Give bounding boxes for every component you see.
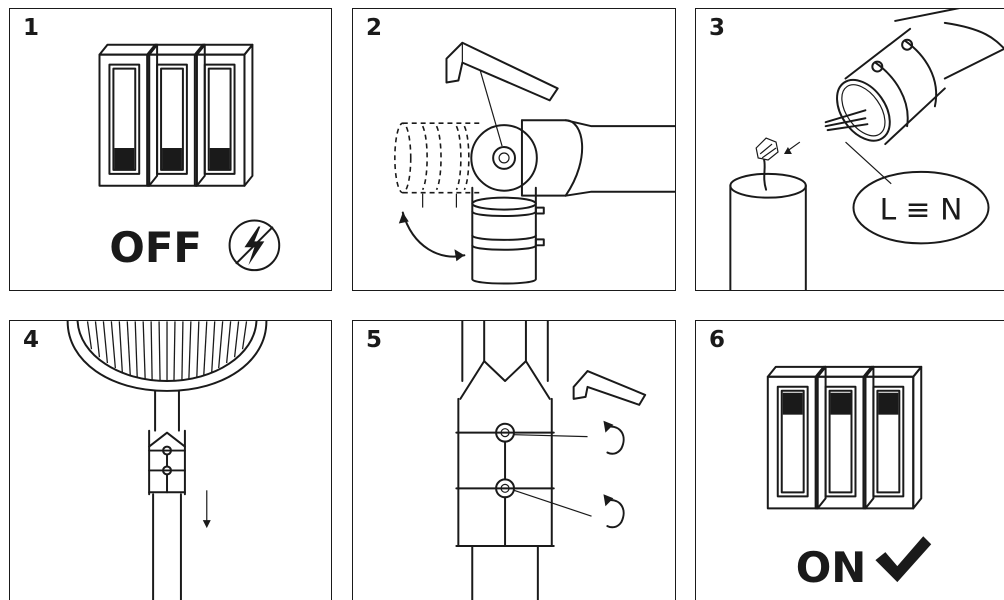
checkmark-icon xyxy=(875,536,932,583)
wiring-connection-illustration: L ≡ N xyxy=(729,9,1004,290)
breaker-switch-icon xyxy=(146,43,206,187)
step-number: 6 xyxy=(709,327,726,353)
luminaire-tilt-adjust-illustration xyxy=(394,41,675,285)
breaker-switches-off-illustration: OFF xyxy=(98,43,281,272)
no-power-icon xyxy=(228,219,281,272)
arrow-down-icon xyxy=(202,490,211,529)
step-number: 2 xyxy=(366,15,383,41)
step-panel-5: 5 xyxy=(352,320,676,600)
step-number: 3 xyxy=(709,15,726,41)
breaker-switch-icon xyxy=(98,43,159,187)
wiring-label: L ≡ N xyxy=(880,193,963,228)
rotate-icon xyxy=(603,494,625,529)
step-panel-6: 6 ON xyxy=(695,320,1004,600)
breaker-switches-on-illustration: ON xyxy=(766,365,932,592)
step-panel-4: 4 xyxy=(9,320,332,600)
breaker-switch-icon xyxy=(814,365,875,510)
hex-key-icon xyxy=(445,41,559,102)
step-panel-1: 1 OF xyxy=(9,8,332,291)
breaker-switch-icon xyxy=(766,365,827,510)
step-number: 5 xyxy=(366,327,383,353)
off-label: OFF xyxy=(109,223,201,272)
step-number: 1 xyxy=(23,15,40,41)
luminaire-slide-onto-pole-illustration xyxy=(66,321,268,600)
tighten-screws-illustration xyxy=(455,321,647,600)
rotate-icon xyxy=(603,420,625,455)
step-panel-2: 2 xyxy=(352,8,676,291)
step-panel-3: 3 L ≡ N xyxy=(695,8,1004,291)
breaker-switch-icon xyxy=(193,43,254,187)
breaker-switch-icon xyxy=(862,365,923,510)
on-label: ON xyxy=(796,543,867,592)
hex-key-icon xyxy=(572,370,647,406)
step-number: 4 xyxy=(23,327,40,353)
